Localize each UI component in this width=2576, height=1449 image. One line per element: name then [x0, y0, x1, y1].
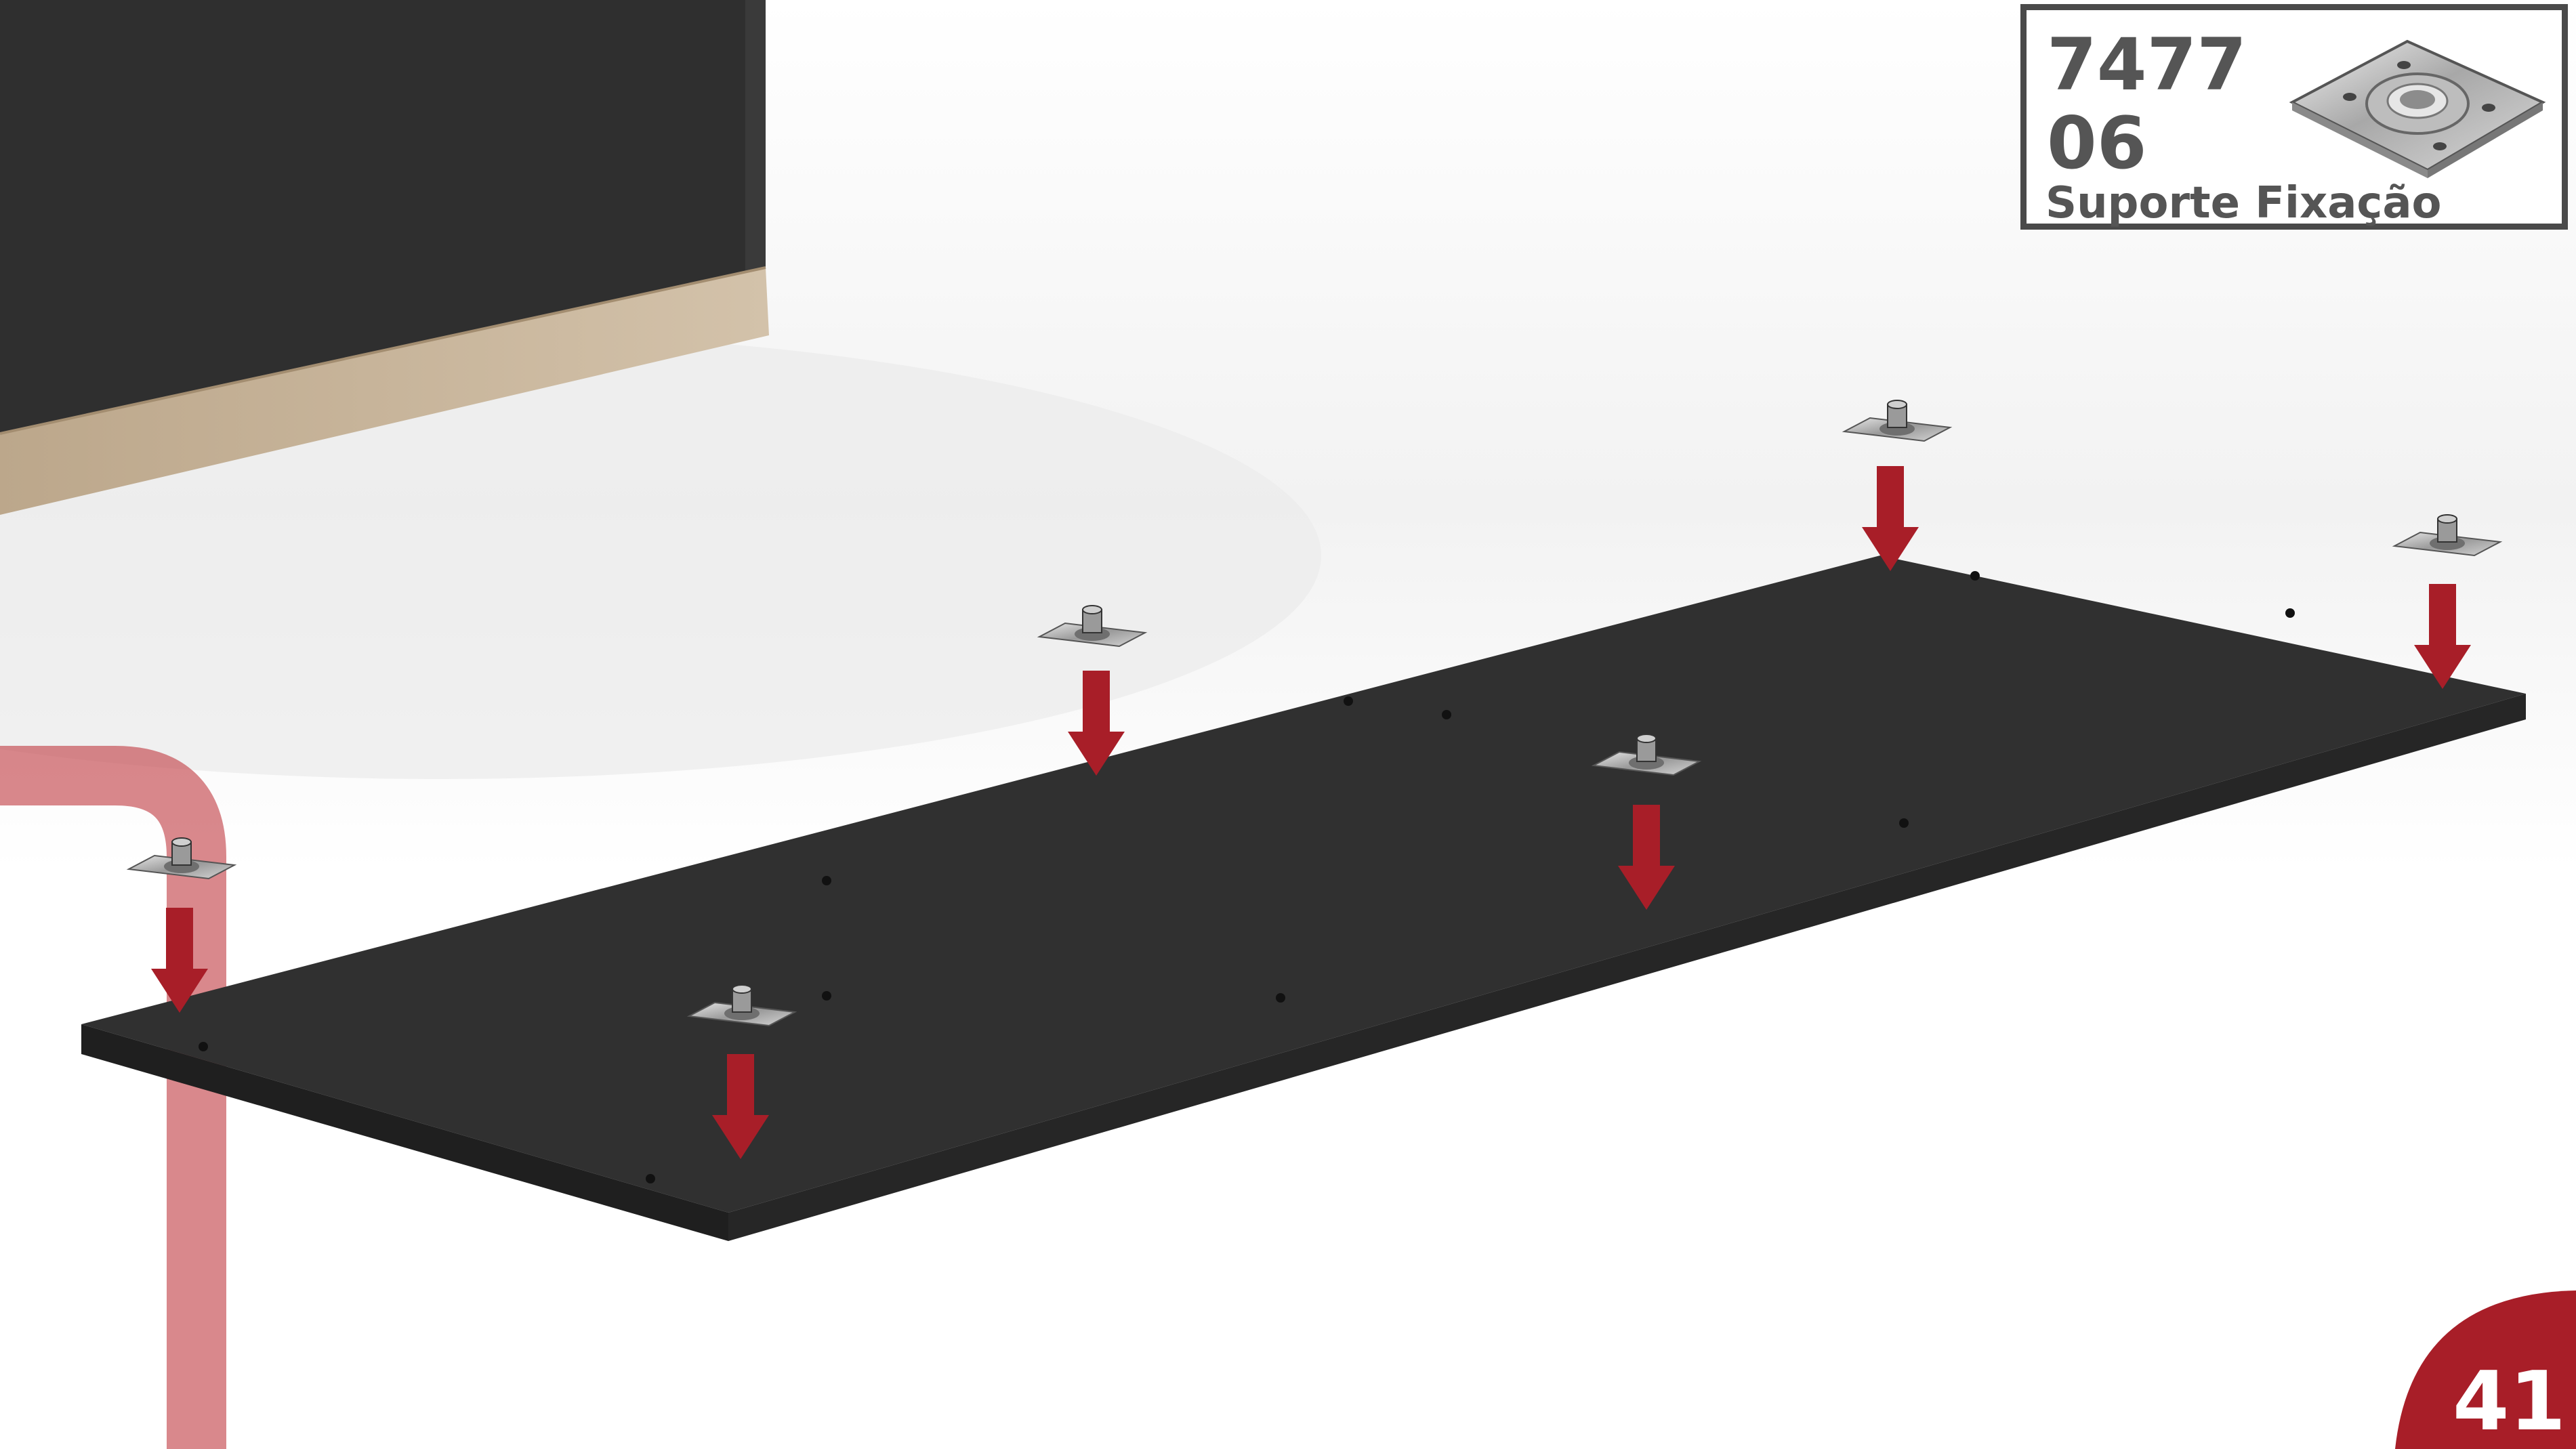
part-code: 7477 — [2047, 29, 2247, 101]
part-name: Suporte Fixação — [2045, 182, 2442, 225]
bracket-icon — [2279, 28, 2556, 184]
page-number: 41 — [2453, 1362, 2561, 1443]
part-info-box: 7477 06 Suporte Fixação — [2020, 4, 2568, 230]
part-quantity: 06 — [2047, 108, 2147, 180]
